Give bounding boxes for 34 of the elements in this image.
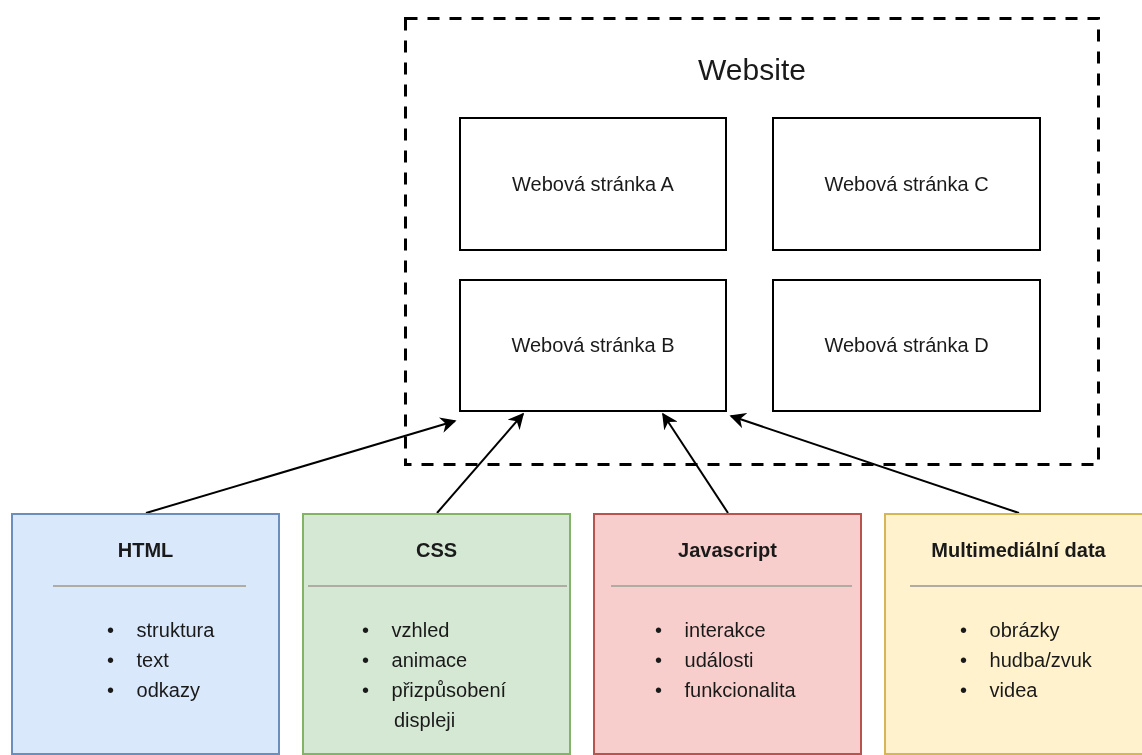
page-box xyxy=(459,279,727,412)
list-item: • přizpůsobení displeji xyxy=(362,679,507,731)
page-label: Webová stránka D xyxy=(824,334,989,357)
list-item: • interakce xyxy=(655,619,766,641)
arrow xyxy=(729,413,1020,514)
group-frame xyxy=(404,17,1100,466)
list-item: • vzhled xyxy=(362,619,450,641)
technology-card xyxy=(302,513,571,755)
page-box xyxy=(459,117,727,251)
technology-card xyxy=(593,513,862,755)
page-box xyxy=(772,117,1041,251)
page-label: Webová stránka B xyxy=(511,334,675,357)
technology-card xyxy=(11,513,280,755)
arrow xyxy=(436,412,525,514)
card-heading: Multimediální data xyxy=(930,539,1107,562)
technology-card xyxy=(884,513,1142,755)
arrow xyxy=(145,417,457,514)
page-label: Webová stránka A xyxy=(512,172,674,196)
page-box xyxy=(772,279,1041,412)
group-title: Website xyxy=(697,53,807,87)
list-item: • text xyxy=(107,649,169,671)
card-heading: Javascript xyxy=(677,539,778,562)
list-item: • události xyxy=(655,649,754,671)
list-item: • funkcionalita xyxy=(655,679,796,701)
list-item: • videa xyxy=(960,679,1038,701)
list-item: • struktura xyxy=(107,619,215,641)
card-heading: CSS xyxy=(414,539,459,562)
card-heading: HTML xyxy=(116,539,175,562)
list-item: • odkazy xyxy=(107,679,200,701)
page-label: Webová stránka C xyxy=(824,172,989,196)
arrow xyxy=(662,412,729,514)
list-item: • obrázky xyxy=(960,619,1060,641)
list-item: • animace xyxy=(362,649,468,671)
list-item: • hudba/zvuk xyxy=(960,649,1092,671)
